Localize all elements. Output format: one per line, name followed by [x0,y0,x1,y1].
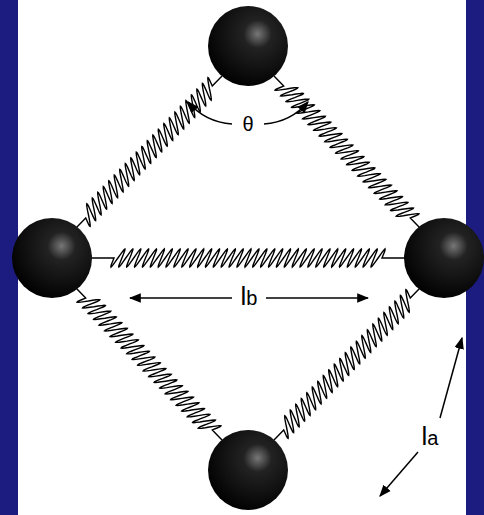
length-label: lb [239,283,260,309]
atom-ball [208,6,288,86]
angle-arrow [264,102,308,124]
spring-coils [76,76,420,440]
atom-ball [208,430,288,510]
spring [274,76,420,228]
length-arrow [130,297,232,299]
spring [90,249,406,267]
angle-arrow [188,102,232,124]
spring [76,288,222,440]
length-label: la [420,423,441,449]
angle-label: θ [240,114,255,134]
length-arrow [266,297,368,299]
atom-ball [404,218,484,298]
length-arrow [380,452,418,496]
atom-ball [12,218,92,298]
spring [76,76,222,228]
spring [274,288,420,440]
length-arrow [440,338,462,418]
